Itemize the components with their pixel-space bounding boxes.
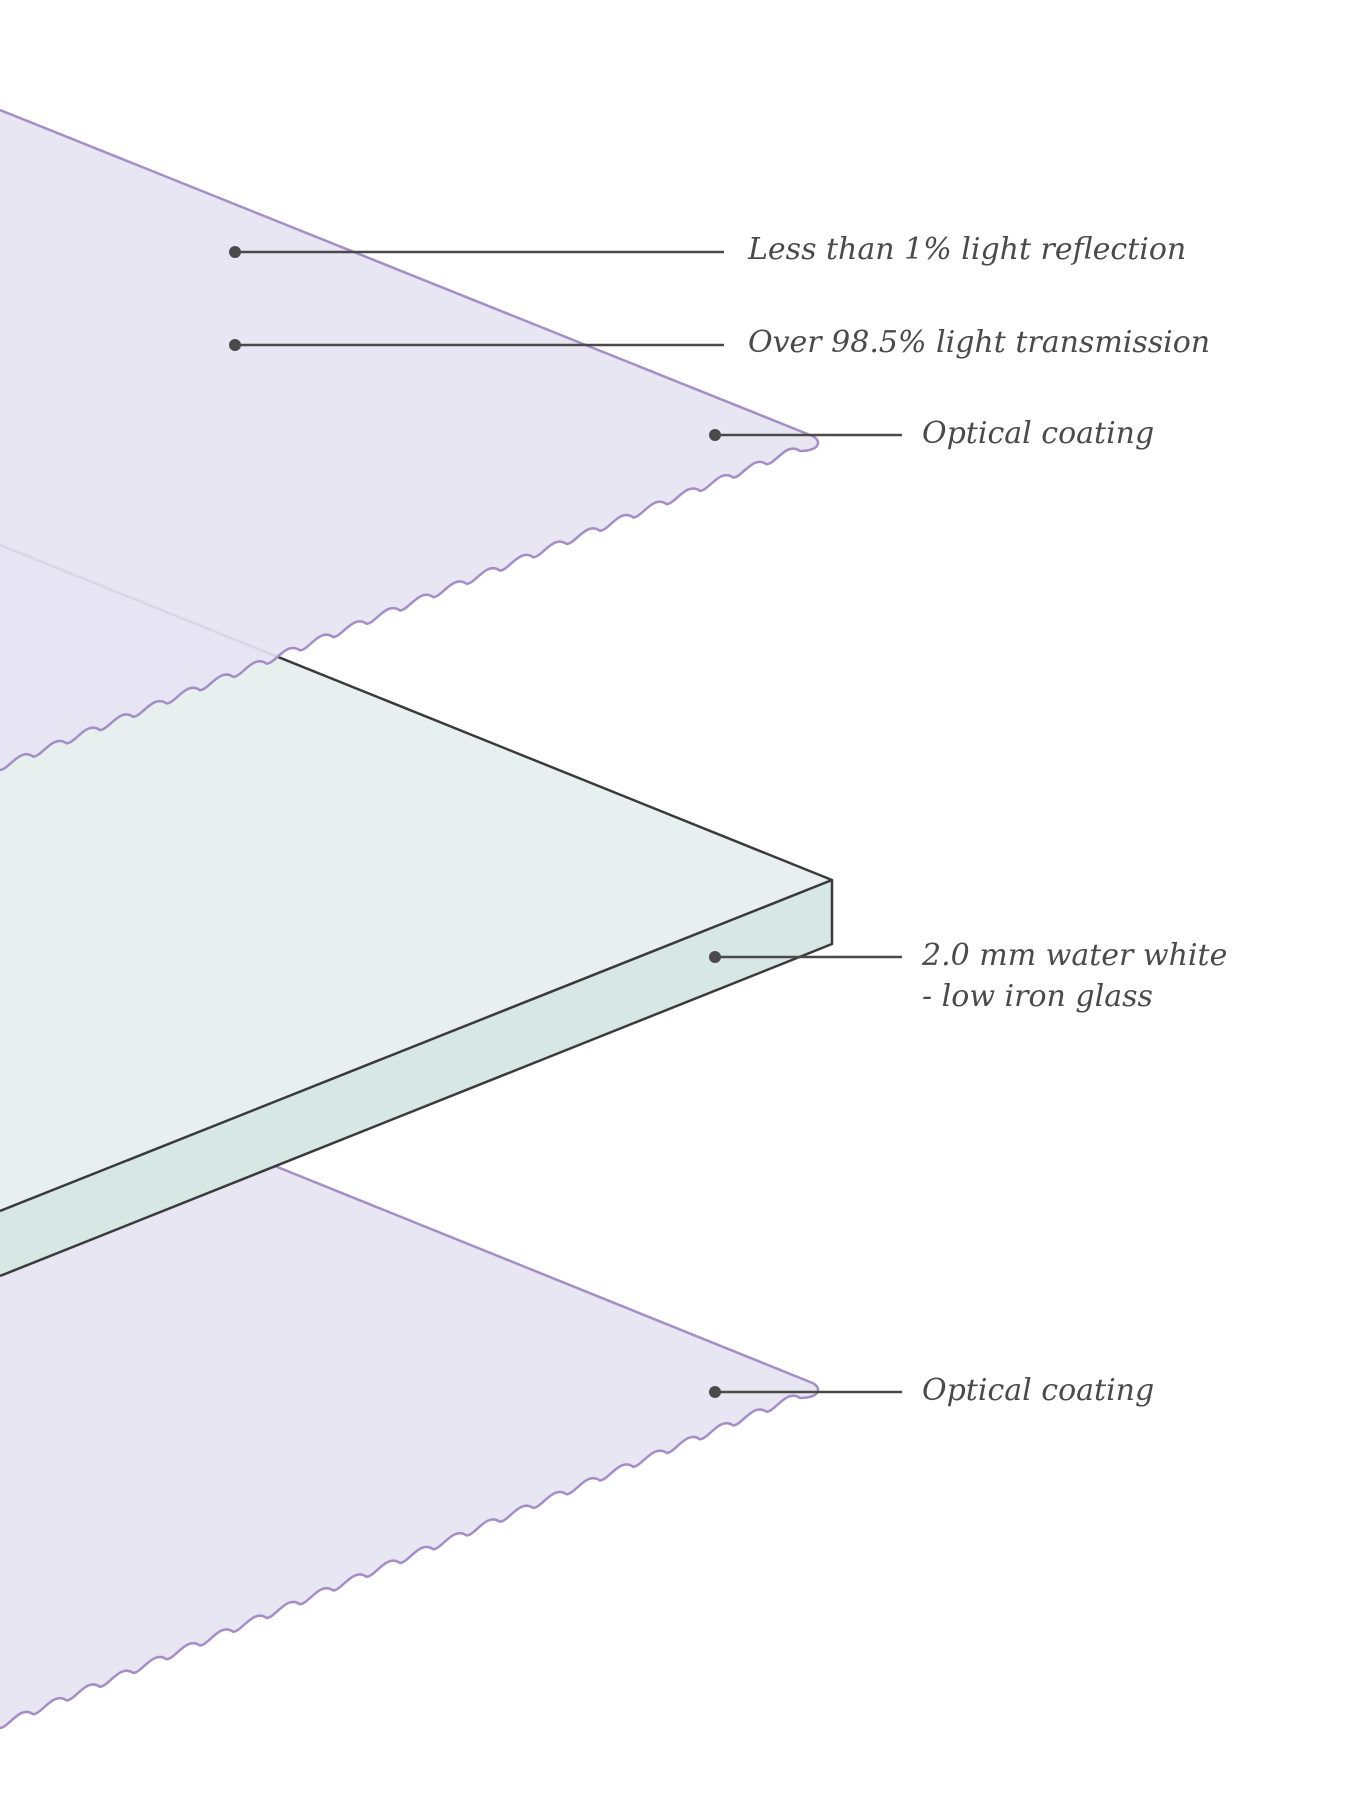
bottom-coating-sheet [0,1055,819,1728]
glass-label-line-1: 2.0 mm water white [922,938,1228,973]
top-coating-layer [0,108,820,772]
glass-label-line-2: - low iron glass [922,979,1153,1014]
glass-front-face [0,880,832,1276]
bottom-coating-outline [0,1053,820,1730]
coating-top-label: Optical coating [922,416,1155,451]
coating-bottom-leader-dot [709,1386,721,1398]
top-coating-outline [0,108,820,772]
transmission-label: Over 98.5% light transmission [748,325,1211,360]
bottom-coating-layer [0,1053,820,1730]
glass-leader-dot [709,951,721,963]
reflection-label: Less than 1% light reflection [748,232,1187,267]
transmission-leader-dot [229,339,241,351]
glass-top-face [0,545,832,1211]
callout-leaders [229,246,902,1398]
coating-bottom-label: Optical coating [922,1373,1155,1408]
top-coating-sheet [0,110,819,770]
glass-edges [0,543,834,1278]
glass-sheet [0,543,834,1278]
coating-top-leader-dot [709,429,721,441]
glass-label: 2.0 mm water white - low iron glass [922,935,1227,1017]
reflection-leader-dot [229,246,241,258]
